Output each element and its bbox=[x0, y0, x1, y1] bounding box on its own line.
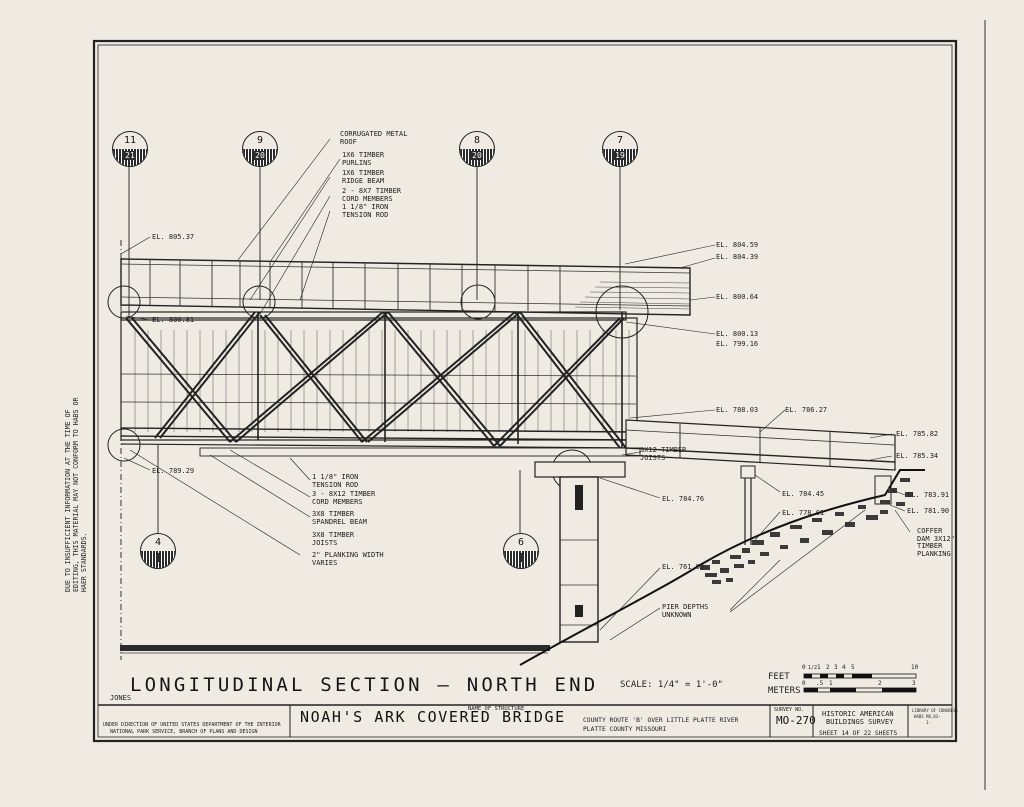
scale-feet-tick: 0 bbox=[802, 664, 806, 671]
label-ridge-beam: 1x6 TIMBER RIDGE BEAM bbox=[342, 169, 385, 185]
section-marker-9: 9 20 bbox=[242, 131, 278, 167]
elevation-781-90: EL. 781.90 bbox=[907, 507, 950, 515]
label-spandrel: 3x8 TIMBER SPANDREL BEAM bbox=[312, 510, 367, 526]
marker-sheet: 19 bbox=[614, 151, 626, 160]
scale-meters-label: METERS bbox=[768, 686, 801, 696]
survey-number-header: SURVEY NO. bbox=[774, 707, 805, 713]
label-cord-bottom: 3 - 8x12 TIMBER CORD MEMBERS bbox=[312, 490, 376, 506]
elevation-800-81: EL. 800.81 bbox=[152, 316, 195, 324]
marker-sheet: 20 bbox=[254, 151, 266, 160]
label-joists-right: 3x12 TIMBER JOISTS bbox=[640, 446, 687, 462]
drawing-scale: SCALE: 1/4" = 1'-0" bbox=[620, 680, 723, 690]
elevation-800-64: EL. 800.64 bbox=[716, 293, 759, 301]
section-marker-7: 7 19 bbox=[602, 131, 638, 167]
sheet-number: SHEET 14 OF 22 SHEETS bbox=[819, 730, 898, 737]
section-marker-6: 6 bbox=[503, 533, 539, 569]
scale-feet-tick: 1 bbox=[817, 664, 821, 671]
library-line-1: LIBRARY OF CONGRESS bbox=[912, 708, 958, 713]
location-line-2: PLATTE COUNTY MISSOURI bbox=[583, 726, 667, 733]
drawing-title: LONGITUDINAL SECTION – NORTH END bbox=[130, 674, 599, 696]
elevation-789-29: EL. 789.29 bbox=[152, 467, 195, 475]
label-roof: CORRUGATED METAL ROOF bbox=[340, 130, 408, 146]
elevation-785-82: EL. 785.82 bbox=[896, 430, 939, 438]
scale-meter-tick: 0 bbox=[802, 680, 806, 687]
structure-name: NOAH'S ARK COVERED BRIDGE bbox=[300, 708, 566, 726]
label-coffer-dam: COFFER DAM 3x12" TIMBER PLANKING bbox=[917, 527, 955, 558]
habs-line-2: BUILDINGS SURVEY bbox=[826, 718, 894, 726]
marker-id: 7 bbox=[616, 135, 624, 146]
section-marker-8: 8 20 bbox=[459, 131, 495, 167]
label-rod-top: 1 1/8" IRON TENSION ROD bbox=[342, 203, 389, 219]
label-planking: 2" PLANKING WIDTH VARIES bbox=[312, 551, 384, 567]
section-marker-11: 11 21 bbox=[112, 131, 148, 167]
marker-id: 6 bbox=[517, 537, 525, 548]
elevation-784-45: EL. 784.45 bbox=[782, 490, 825, 498]
elevation-788-03: EL. 788.03 bbox=[716, 406, 759, 414]
scale-feet-tick: 5 bbox=[851, 664, 855, 671]
marker-id: 9 bbox=[256, 135, 264, 146]
elevation-784-76: EL. 784.76 bbox=[662, 495, 705, 503]
marker-sheet bbox=[520, 553, 522, 562]
marker-sheet: 21 bbox=[124, 151, 136, 160]
scale-feet-tick: 4 bbox=[842, 664, 846, 671]
marker-id: 11 bbox=[123, 135, 137, 146]
library-line-3: 1- bbox=[926, 720, 931, 725]
elevation-761-93: EL. 761.93 bbox=[662, 563, 705, 571]
scale-meter-tick: .5 bbox=[816, 680, 824, 687]
marker-sheet: 20 bbox=[471, 151, 483, 160]
agency-line-2: NATIONAL PARK SERVICE, BRANCH OF PLANS A… bbox=[110, 729, 258, 735]
section-marker-4: 4 bbox=[140, 533, 176, 569]
structure-name-header: NAME OF STRUCTURE bbox=[468, 706, 525, 712]
scale-feet-tick: 10 bbox=[911, 664, 919, 671]
elevation-804-59: EL. 804.59 bbox=[716, 241, 759, 249]
elevation-783-91: EL. 783.91 bbox=[907, 491, 950, 499]
elevation-786-27: EL. 786.27 bbox=[785, 406, 828, 414]
elevation-785-34: EL. 785.34 bbox=[896, 452, 939, 460]
scale-feet-tick: 1/2 bbox=[808, 665, 818, 671]
marker-id: 8 bbox=[473, 135, 481, 146]
library-line-2: HABS MO,83- bbox=[914, 714, 941, 719]
habs-line-1: HISTORIC AMERICAN bbox=[822, 710, 894, 718]
marker-id: 4 bbox=[154, 537, 162, 548]
label-purlins: 1x6 TIMBER PURLINS bbox=[342, 151, 385, 167]
scale-feet-label: FEET bbox=[768, 672, 790, 682]
drafter-name: JONES bbox=[110, 694, 132, 702]
marker-sheet bbox=[157, 553, 159, 562]
elevation-799-16: EL. 799.16 bbox=[716, 340, 759, 348]
scale-meter-tick: 1 bbox=[829, 680, 833, 687]
agency-line-1: UNDER DIRECTION OF UNITED STATES DEPARTM… bbox=[103, 722, 281, 728]
elevation-800-13: EL. 800.13 bbox=[716, 330, 759, 338]
label-joists-left: 3x8 TIMBER JOISTS bbox=[312, 531, 355, 547]
scale-meter-tick: 2 bbox=[878, 680, 882, 687]
label-cord-top: 2 - 8x7 TIMBER CORD MEMBERS bbox=[342, 187, 402, 203]
elevation-804-39: EL. 804.39 bbox=[716, 253, 759, 261]
insufficient-info-note: DUE TO INSUFFICIENT INFORMATION AT THE T… bbox=[64, 397, 88, 592]
survey-number: MO-270 bbox=[776, 714, 816, 727]
label-pier-depths: PIER DEPTHS UNKNOWN bbox=[662, 603, 709, 619]
label-rod-bottom: 1 1/8" IRON TENSION ROD bbox=[312, 473, 359, 489]
location-line-1: COUNTY ROUTE 'B' OVER LITTLE PLATTE RIVE… bbox=[583, 717, 739, 724]
elevation-778-01: EL. 778.01 bbox=[782, 509, 825, 517]
scale-feet-tick: 3 bbox=[834, 664, 838, 671]
scale-meter-tick: 3 bbox=[912, 680, 916, 687]
scale-feet-tick: 2 bbox=[826, 664, 830, 671]
elevation-805-37: EL. 805.37 bbox=[152, 233, 195, 241]
